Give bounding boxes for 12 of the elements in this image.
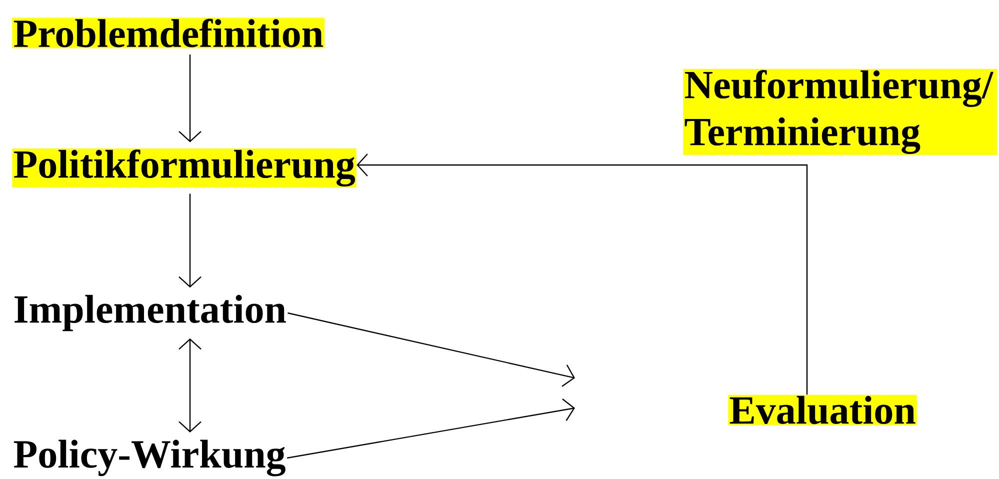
arrow	[178, 338, 202, 432]
edge-label: Neuformulierung/ Terminierung	[683, 69, 998, 155]
arrow	[178, 194, 202, 288]
arrow	[288, 312, 575, 387]
highlighted-term: Politikformulierung	[12, 148, 356, 188]
term-label: Policy-Wirkung	[14, 440, 286, 476]
highlighted-term: Evaluation	[728, 394, 917, 426]
arrow	[356, 154, 808, 395]
highlighted-term: Problemdefinition	[12, 18, 325, 48]
arrow	[178, 54, 202, 142]
arrow	[286, 398, 575, 459]
term-label: Implementation	[14, 294, 286, 332]
